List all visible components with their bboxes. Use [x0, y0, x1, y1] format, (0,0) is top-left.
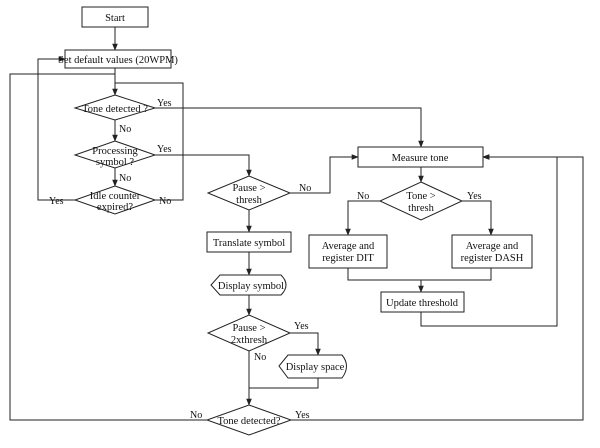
start-label: Start [105, 13, 125, 24]
label-idle-yes: Yes [49, 196, 64, 207]
set-default-label: Set default values (20WPM) [58, 55, 178, 66]
label-tone2-no: No [190, 410, 202, 421]
set-default-node: Set default values (20WPM) [58, 49, 178, 69]
label-tone2-yes: Yes [295, 410, 310, 421]
tone-detected-2-label: Tone detected? [217, 416, 280, 427]
tone-thresh-line2: thresh [408, 203, 434, 214]
edge-labels: Yes No Yes No Yes No No No Yes Yes No No… [49, 98, 482, 421]
edges [9, 27, 584, 421]
label-processing-yes: Yes [157, 144, 172, 155]
label-tone-thresh-no: No [357, 191, 369, 202]
translate-symbol-label: Translate symbol [213, 238, 285, 249]
edge-tone1-yes [155, 107, 424, 148]
display-space-label: Display space [286, 362, 345, 373]
start-node: Start [81, 6, 149, 28]
avg-dash-node: Average and register DASH [451, 234, 533, 269]
label-processing-no: No [119, 173, 131, 184]
avg-dit-line1: Average and [322, 241, 375, 252]
label-pause-no: No [299, 183, 311, 194]
display-space-node: Display space [278, 354, 347, 379]
pause-thresh-node: Pause > thresh [206, 175, 292, 211]
edge-idle-no [115, 82, 184, 201]
idle-counter-line1: Idle counter [90, 191, 141, 202]
edge-dit-merge [347, 268, 492, 281]
pause-2xthresh-node: Pause > 2xthresh [206, 314, 292, 352]
avg-dash-line1: Average and [466, 241, 519, 252]
edge-space-merge [249, 378, 319, 389]
processing-symbol-node: Processing symbol ? [73, 140, 157, 169]
tone-detected-1-node: Tone detected ? [73, 94, 157, 121]
idle-counter-line2: expired? [97, 202, 133, 213]
label-tone1-yes: Yes [157, 98, 172, 109]
avg-dit-node: Average and register DIT [308, 234, 388, 269]
processing-symbol-line2: symbol ? [96, 157, 135, 168]
tone-detected-2-node: Tone detected? [205, 404, 293, 436]
label-pause2-no: No [254, 352, 266, 363]
display-symbol-node: Display symbol [210, 274, 287, 296]
avg-dit-line2: register DIT [322, 253, 374, 264]
measure-tone-label: Measure tone [392, 153, 449, 164]
edge-idle-yes [37, 56, 75, 201]
avg-dash-line2: register DASH [461, 253, 524, 264]
edge-tone-thresh-yes [462, 200, 494, 236]
idle-counter-node: Idle counter expired? [73, 185, 157, 215]
label-tone-thresh-yes: Yes [467, 191, 482, 202]
update-threshold-node: Update threshold [380, 291, 465, 313]
tone-thresh-node: Tone > thresh [378, 181, 464, 221]
pause-2xthresh-line1: Pause > [232, 323, 265, 334]
edge-update-loop [420, 154, 558, 327]
label-pause2-yes: Yes [294, 321, 309, 332]
edge-processing-yes [155, 154, 252, 177]
processing-symbol-line1: Processing [92, 146, 138, 157]
display-symbol-label: Display symbol [218, 281, 284, 292]
pause-thresh-line1: Pause > [232, 183, 265, 194]
pause-2xthresh-line2: 2xthresh [231, 335, 268, 346]
edge-tone2-no [9, 73, 207, 421]
update-threshold-label: Update threshold [386, 298, 459, 309]
edge-tone-thresh-no [345, 200, 380, 236]
pause-thresh-line2: thresh [236, 195, 262, 206]
edge-pause-no [290, 154, 359, 194]
translate-symbol-node: Translate symbol [206, 231, 292, 253]
label-tone1-no: No [119, 124, 131, 135]
tone-thresh-line1: Tone > [406, 191, 435, 202]
tone-detected-1-label: Tone detected ? [82, 104, 148, 115]
edge-pause2-yes [290, 332, 321, 356]
measure-tone-node: Measure tone [357, 146, 484, 168]
label-idle-no: No [159, 196, 171, 207]
